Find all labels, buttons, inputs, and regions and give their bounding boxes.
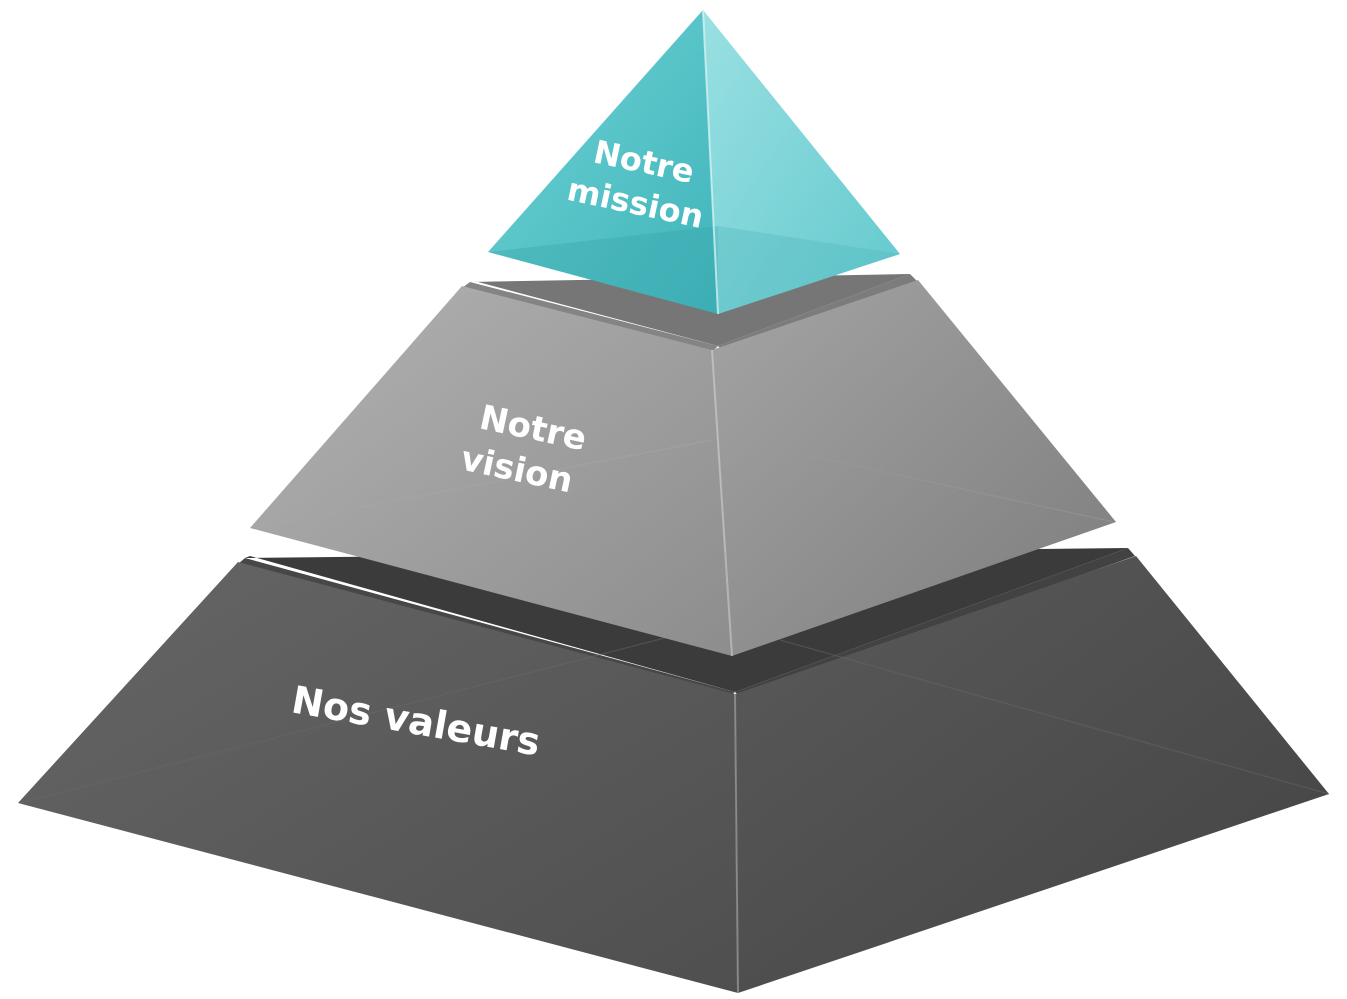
tier-top-right-face (703, 10, 900, 314)
tier-bottom: Nos valeurs (18, 548, 1330, 994)
tier-bottom-ledge-right (735, 548, 1135, 696)
tier-bottom-right-face (735, 556, 1329, 993)
tier-bottom-edge (734, 693, 739, 994)
tier-top: Notre mission (488, 9, 900, 315)
tier-middle-ledge-left (462, 282, 718, 352)
tier-middle-right-face (712, 280, 1116, 656)
tier-middle-left-face (250, 286, 732, 656)
tier-top-edge (702, 9, 719, 315)
tier-top-left-face (488, 10, 718, 314)
tier-middle-edge (711, 349, 733, 657)
tier-middle-top-face (470, 274, 910, 346)
tier-bottom-left-face (18, 562, 738, 993)
tier-middle: Notre vision (250, 274, 1116, 657)
